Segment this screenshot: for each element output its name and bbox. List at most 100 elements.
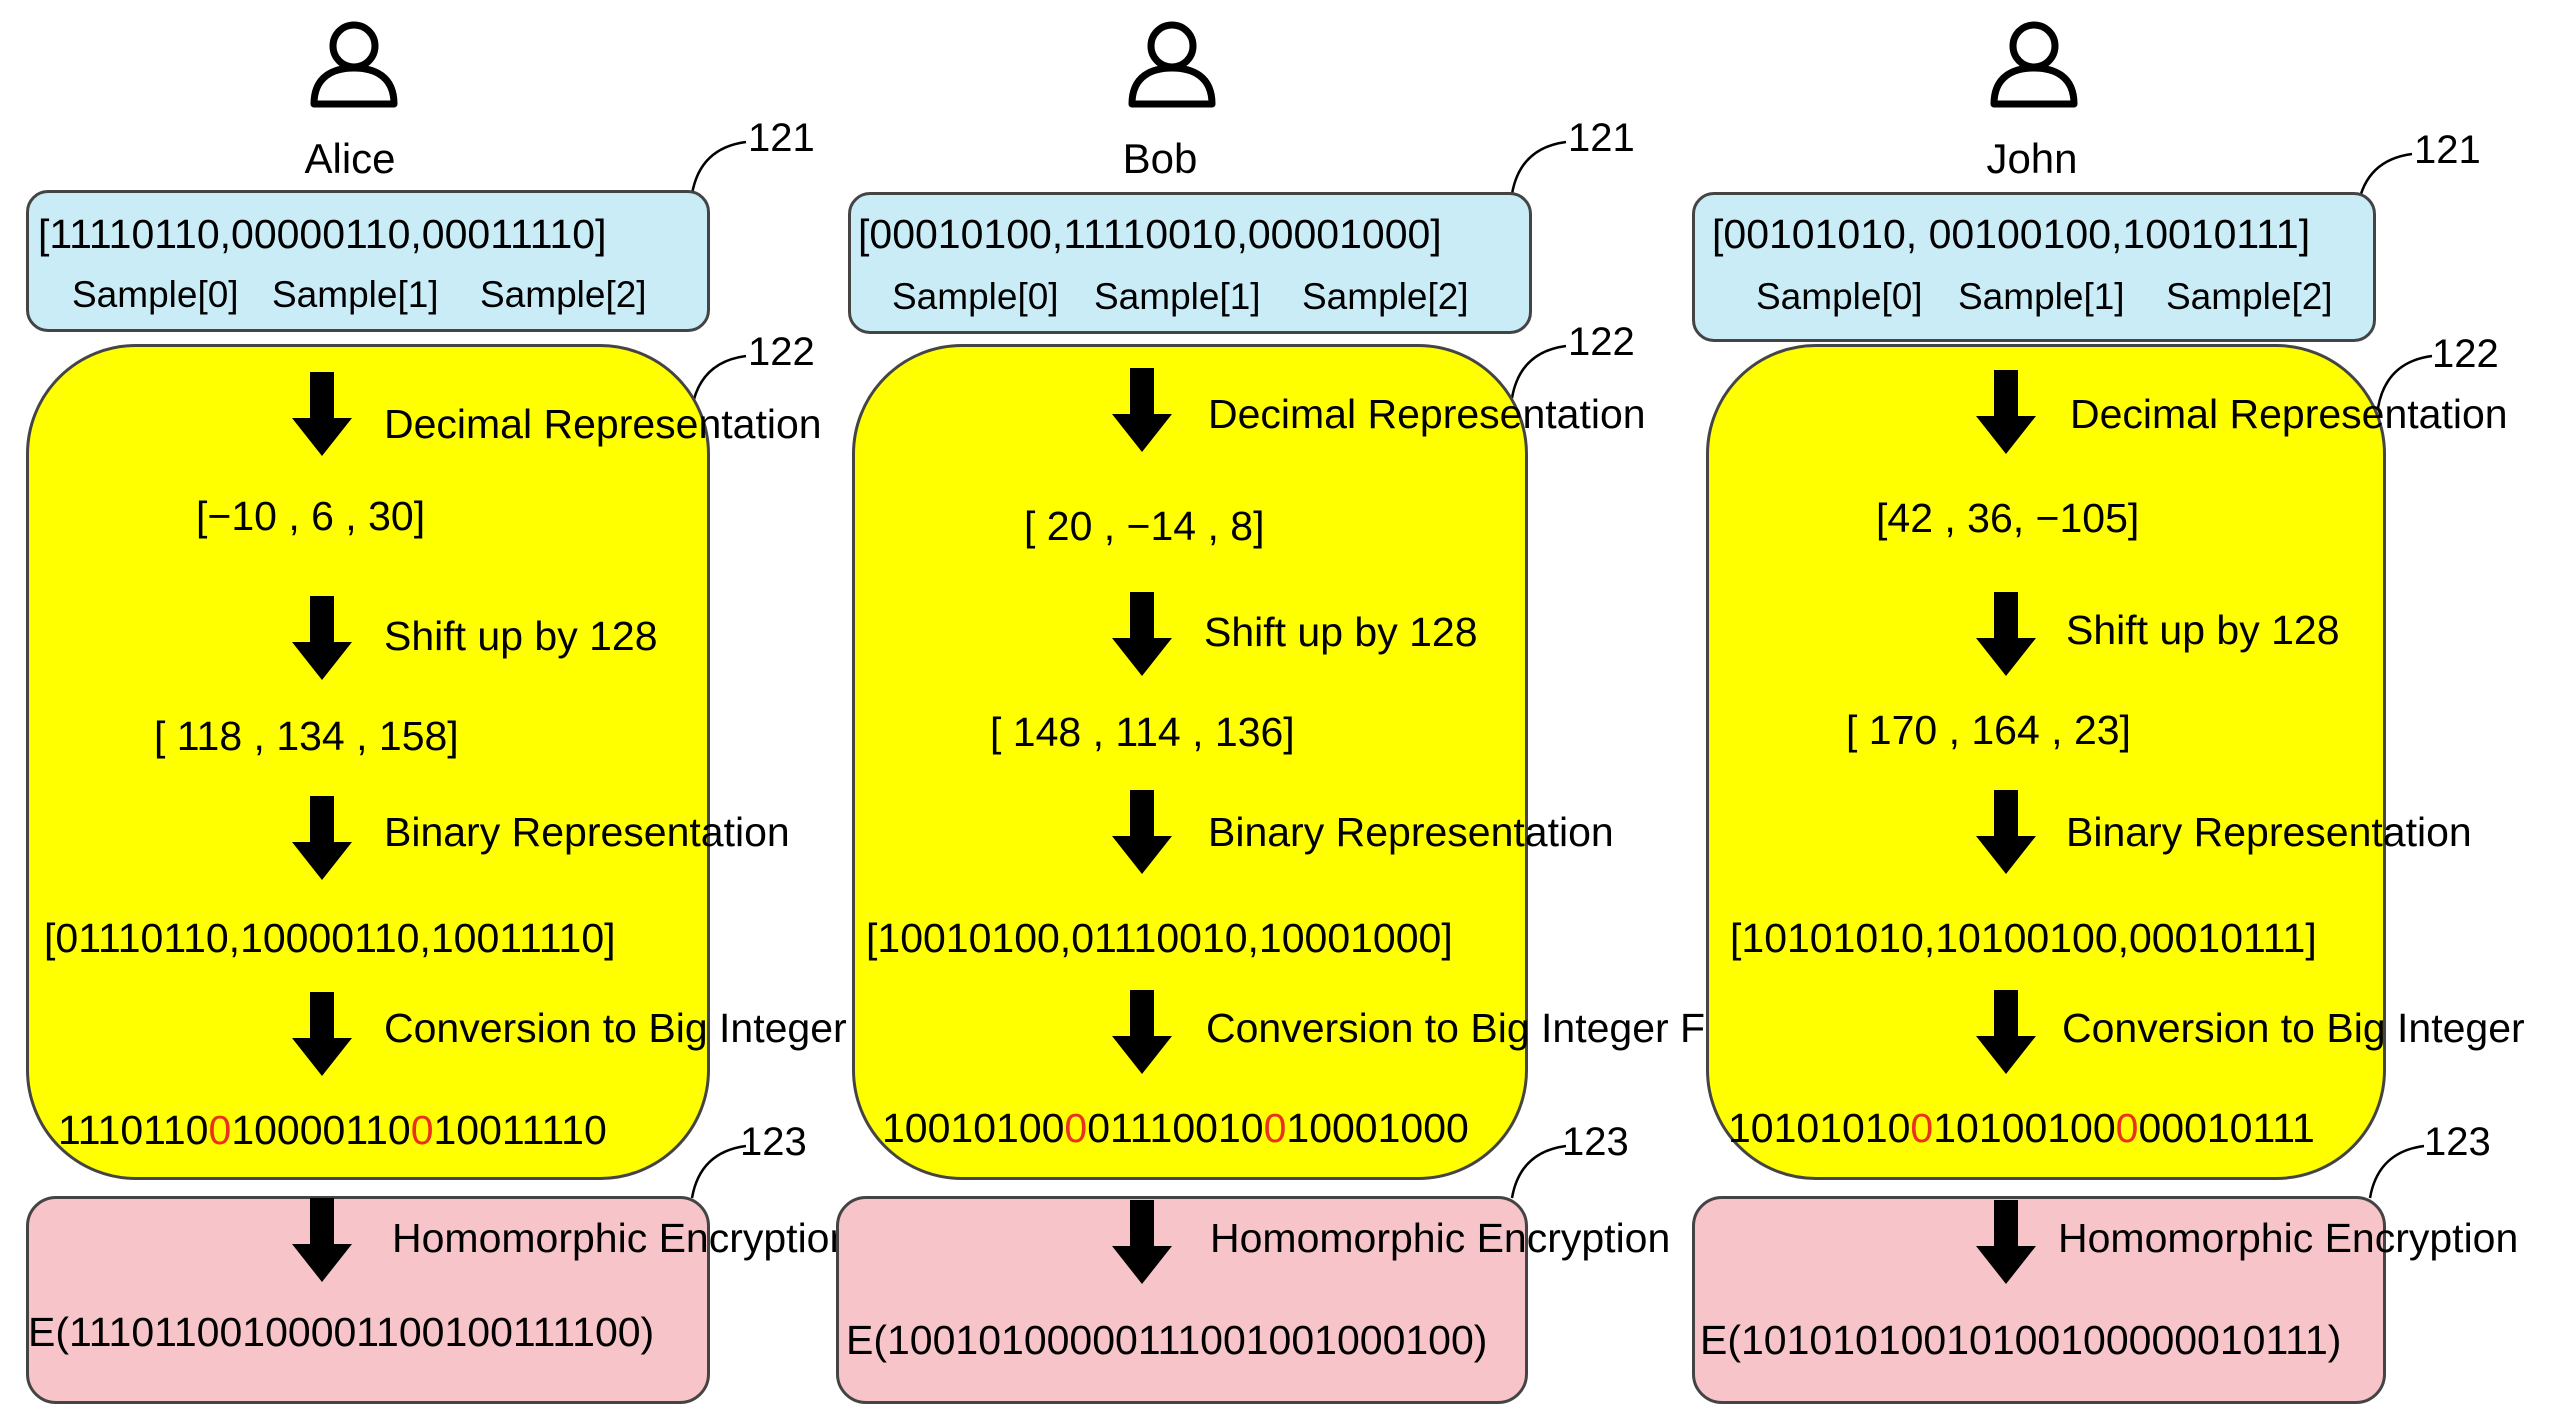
encrypted-value: E(11101100100001100100111100) [28, 1309, 655, 1355]
encryption-box [26, 1196, 710, 1404]
step-label-decimal: Decimal Representation [1208, 391, 1646, 437]
samples-box [1692, 192, 2376, 342]
down-arrow-icon [1976, 1200, 2036, 1284]
reference-number: 123 [2424, 1120, 2491, 1164]
sample-label: Sample[0] [72, 274, 239, 315]
down-arrow-icon [292, 796, 352, 880]
decimal-values: [ 20 , −14 , 8] [1024, 503, 1265, 549]
shifted-values: [ 118 , 134 , 158] [154, 713, 459, 759]
decimal-values: [42 , 36, −105] [1876, 495, 2140, 541]
step-label-decimal: Decimal Representation [384, 401, 822, 447]
bigint-segment: 1110110 [58, 1107, 209, 1153]
separator-bit: 0 [1910, 1105, 1934, 1151]
sample-label: Sample[1] [1094, 276, 1261, 317]
reference-leader-line [1510, 344, 1567, 399]
step-label-encryption: Homomorphic Encryption [392, 1215, 853, 1261]
down-arrow-icon [1112, 790, 1172, 874]
step-label-binary: Binary Representation [1208, 809, 1614, 855]
big-integer-value: 10101010010100100000010111 [1728, 1108, 2315, 1149]
reference-number: 122 [1568, 320, 1635, 364]
binary-values: [10101010,10100100,00010111] [1730, 915, 2317, 961]
encryption-box [1692, 1196, 2386, 1404]
sample-label: Sample[0] [892, 276, 1059, 317]
user-name: Bob [1122, 135, 1198, 182]
samples-box [848, 192, 1532, 334]
sample-label: Sample[0] [1756, 276, 1923, 317]
bigint-segment: 10101010 [1728, 1105, 1911, 1151]
samples-box [26, 190, 710, 332]
separator-bit: 0 [1263, 1105, 1287, 1151]
separator-bit: 0 [410, 1107, 434, 1153]
samples-array: [00010100,11110010,00001000] [858, 211, 1442, 257]
step-label-shift: Shift up by 128 [384, 613, 658, 659]
user-name: Alice [304, 135, 396, 182]
down-arrow-icon [292, 596, 352, 680]
bigint-segment: 10100100 [1933, 1105, 2116, 1151]
sample-label: Sample[2] [1302, 276, 1469, 317]
down-arrow-icon [1976, 990, 2036, 1074]
shifted-values: [ 170 , 164 , 23] [1846, 707, 2131, 753]
sample-label: Sample[2] [2166, 276, 2333, 317]
down-arrow-icon [1112, 1200, 1172, 1284]
processing-box [26, 344, 710, 1180]
samples-array: [11110110,00000110,00011110] [38, 211, 607, 257]
sample-label: Sample[1] [272, 274, 439, 315]
step-label-encryption: Homomorphic Encryption [2058, 1215, 2519, 1261]
big-integer-value: 10010100001110010010001000 [882, 1108, 1469, 1149]
sample-label: Sample[1] [1958, 276, 2125, 317]
bigint-segment: 10010100 [882, 1105, 1065, 1151]
reference-leader-line [690, 1144, 747, 1199]
bigint-segment: 10011110 [433, 1107, 607, 1153]
step-label-encryption: Homomorphic Encryption [1210, 1215, 1671, 1261]
reference-number: 122 [748, 330, 815, 374]
down-arrow-icon [1976, 592, 2036, 676]
encryption-box [836, 1196, 1528, 1404]
decimal-values: [−10 , 6 , 30] [196, 493, 426, 539]
user-name: John [1986, 135, 2078, 182]
encrypted-value: E(10101010010100100000010111) [1700, 1317, 2342, 1363]
reference-number: 123 [1562, 1120, 1629, 1164]
binary-values: [01110110,10000110,10011110] [44, 915, 616, 961]
separator-bit: 0 [208, 1107, 232, 1153]
step-label-binary: Binary Representation [384, 809, 790, 855]
samples-array: [00101010, 00100100,10010111] [1712, 211, 2311, 257]
bigint-segment: 10001000 [1286, 1105, 1469, 1151]
down-arrow-icon [1112, 592, 1172, 676]
step-label-decimal: Decimal Representation [2070, 391, 2508, 437]
bigint-segment: 00010111 [2138, 1105, 2315, 1151]
encrypted-value: E(10010100000111001001000100) [846, 1317, 1488, 1363]
step-label-binary: Binary Representation [2066, 809, 2472, 855]
processing-box [1706, 344, 2386, 1180]
separator-bit: 0 [2115, 1105, 2139, 1151]
sample-label: Sample[2] [480, 274, 647, 315]
step-label-shift: Shift up by 128 [1204, 609, 1478, 655]
user-icon [1128, 21, 1216, 108]
binary-values: [10010100,01110010,10001000] [866, 915, 1453, 961]
reference-leader-line [1510, 1144, 1567, 1199]
user-icon [1990, 21, 2078, 108]
reference-number: 121 [1568, 116, 1635, 160]
down-arrow-icon [1976, 790, 2036, 874]
down-arrow-icon [1112, 368, 1172, 452]
down-arrow-icon [292, 992, 352, 1076]
down-arrow-icon [292, 372, 352, 456]
step-label-big-integer: Conversion to Big Integer [2062, 1005, 2525, 1051]
user-icon [310, 21, 398, 108]
processing-box [852, 344, 1528, 1180]
bigint-segment: 10000110 [231, 1107, 411, 1153]
separator-bit: 0 [1064, 1105, 1088, 1151]
down-arrow-icon [292, 1198, 352, 1282]
bigint-segment: 01110010 [1087, 1105, 1264, 1151]
reference-number: 121 [2414, 128, 2481, 172]
down-arrow-icon [1976, 370, 2036, 454]
down-arrow-icon [1112, 990, 1172, 1074]
reference-leader-line [2368, 1144, 2425, 1199]
reference-number: 121 [748, 116, 815, 160]
reference-leader-line [690, 140, 747, 195]
reference-number: 122 [2432, 332, 2499, 376]
step-label-shift: Shift up by 128 [2066, 607, 2340, 653]
reference-number: 123 [740, 1120, 807, 1164]
big-integer-value: 1110110010000110010011110 [58, 1110, 607, 1151]
reference-leader-line [1510, 140, 1567, 195]
shifted-values: [ 148 , 114 , 136] [990, 709, 1295, 755]
